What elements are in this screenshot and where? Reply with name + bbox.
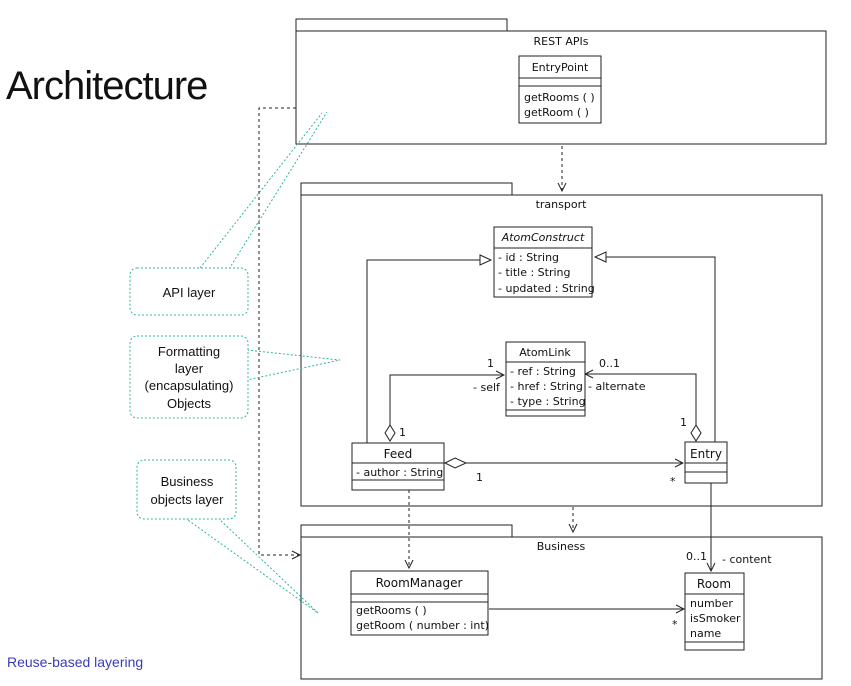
svg-text:- ref : String: - ref : String [510,365,576,378]
feed-aggregation-multiplicity: 1 [399,426,406,439]
svg-text:Feed: Feed [384,447,413,461]
alternate-role: - alternate [588,380,646,393]
svg-text:objects layer: objects layer [151,492,225,507]
class-feed: Feed - author : String [351,442,445,491]
svg-text:- author : String: - author : String [356,466,443,479]
svg-text:number: number [690,597,733,610]
svg-text:getRoom ( ): getRoom ( ) [524,106,589,119]
feed-entry-aggregation-diamond [443,457,468,469]
entry-star: * [670,475,676,488]
svg-text:Entry: Entry [690,447,722,461]
package-transport-label: transport [536,198,588,211]
self-role: - self [473,381,501,394]
class-atomlink: AtomLink - ref : String - href : String … [505,341,586,417]
entry-aggregation-diamond [690,424,702,442]
callout-business-objects-layer: Business objects layer [136,459,319,614]
svg-text:isSmoker: isSmoker [690,612,741,625]
svg-text:Business: Business [161,474,214,489]
svg-text:AtomLink: AtomLink [519,346,571,359]
page-title: Architecture [6,64,208,108]
content-role: - content [722,553,772,566]
svg-text:- id : String: - id : String [498,251,559,264]
package-rest-apis-label: REST APIs [534,35,589,48]
svg-text:Room: Room [697,577,731,591]
svg-text:getRooms ( ): getRooms ( ) [524,91,595,104]
feed-generalization [366,254,493,443]
class-entry: Entry [684,441,728,484]
package-business-label: Business [537,540,586,553]
feed-aggregation-diamond [384,424,396,442]
svg-text:Formatting: Formatting [158,344,220,359]
class-entrypoint: EntryPoint getRooms ( ) getRoom ( ) [518,55,602,124]
svg-text:layer: layer [175,361,204,376]
svg-text:- type : String: - type : String [510,395,586,408]
svg-text:- href : String: - href : String [510,380,583,393]
svg-text:getRooms ( ): getRooms ( ) [356,604,427,617]
class-room: Room number isSmoker name [684,572,745,651]
svg-text:RoomManager: RoomManager [376,576,463,590]
rest-to-business-dependency [258,107,300,555]
self-multiplicity: 1 [487,357,494,370]
callout-formatting-layer: Formatting layer (encapsulating) Objects [129,335,341,419]
svg-text:- updated : String: - updated : String [498,282,595,295]
svg-text:EntryPoint: EntryPoint [532,61,589,74]
room-star: * [672,618,678,631]
alternate-multiplicity: 0..1 [599,357,620,370]
entry-alternate-link-association [585,374,697,425]
feed-entry-multiplicity: 1 [476,471,483,484]
class-atomconstruct: AtomConstruct - id : String - title : St… [493,226,595,298]
entry-generalization [593,251,716,442]
feed-self-link-association [389,375,504,425]
footer-caption: Reuse-based layering [7,654,144,670]
class-roommanager: RoomManager getRooms ( ) getRoom ( numbe… [350,570,489,636]
svg-text:- title : String: - title : String [498,266,571,279]
svg-text:API layer: API layer [163,285,216,300]
svg-text:getRoom ( number : int): getRoom ( number : int) [356,619,489,632]
svg-text:AtomConstruct: AtomConstruct [501,231,585,244]
entry-aggregation-multiplicity: 1 [680,416,687,429]
content-multiplicity: 0..1 [686,550,707,563]
callout-api-layer: API layer [129,111,328,316]
svg-text:Objects: Objects [167,396,212,411]
svg-text:name: name [690,627,721,640]
svg-text:(encapsulating): (encapsulating) [145,378,234,393]
